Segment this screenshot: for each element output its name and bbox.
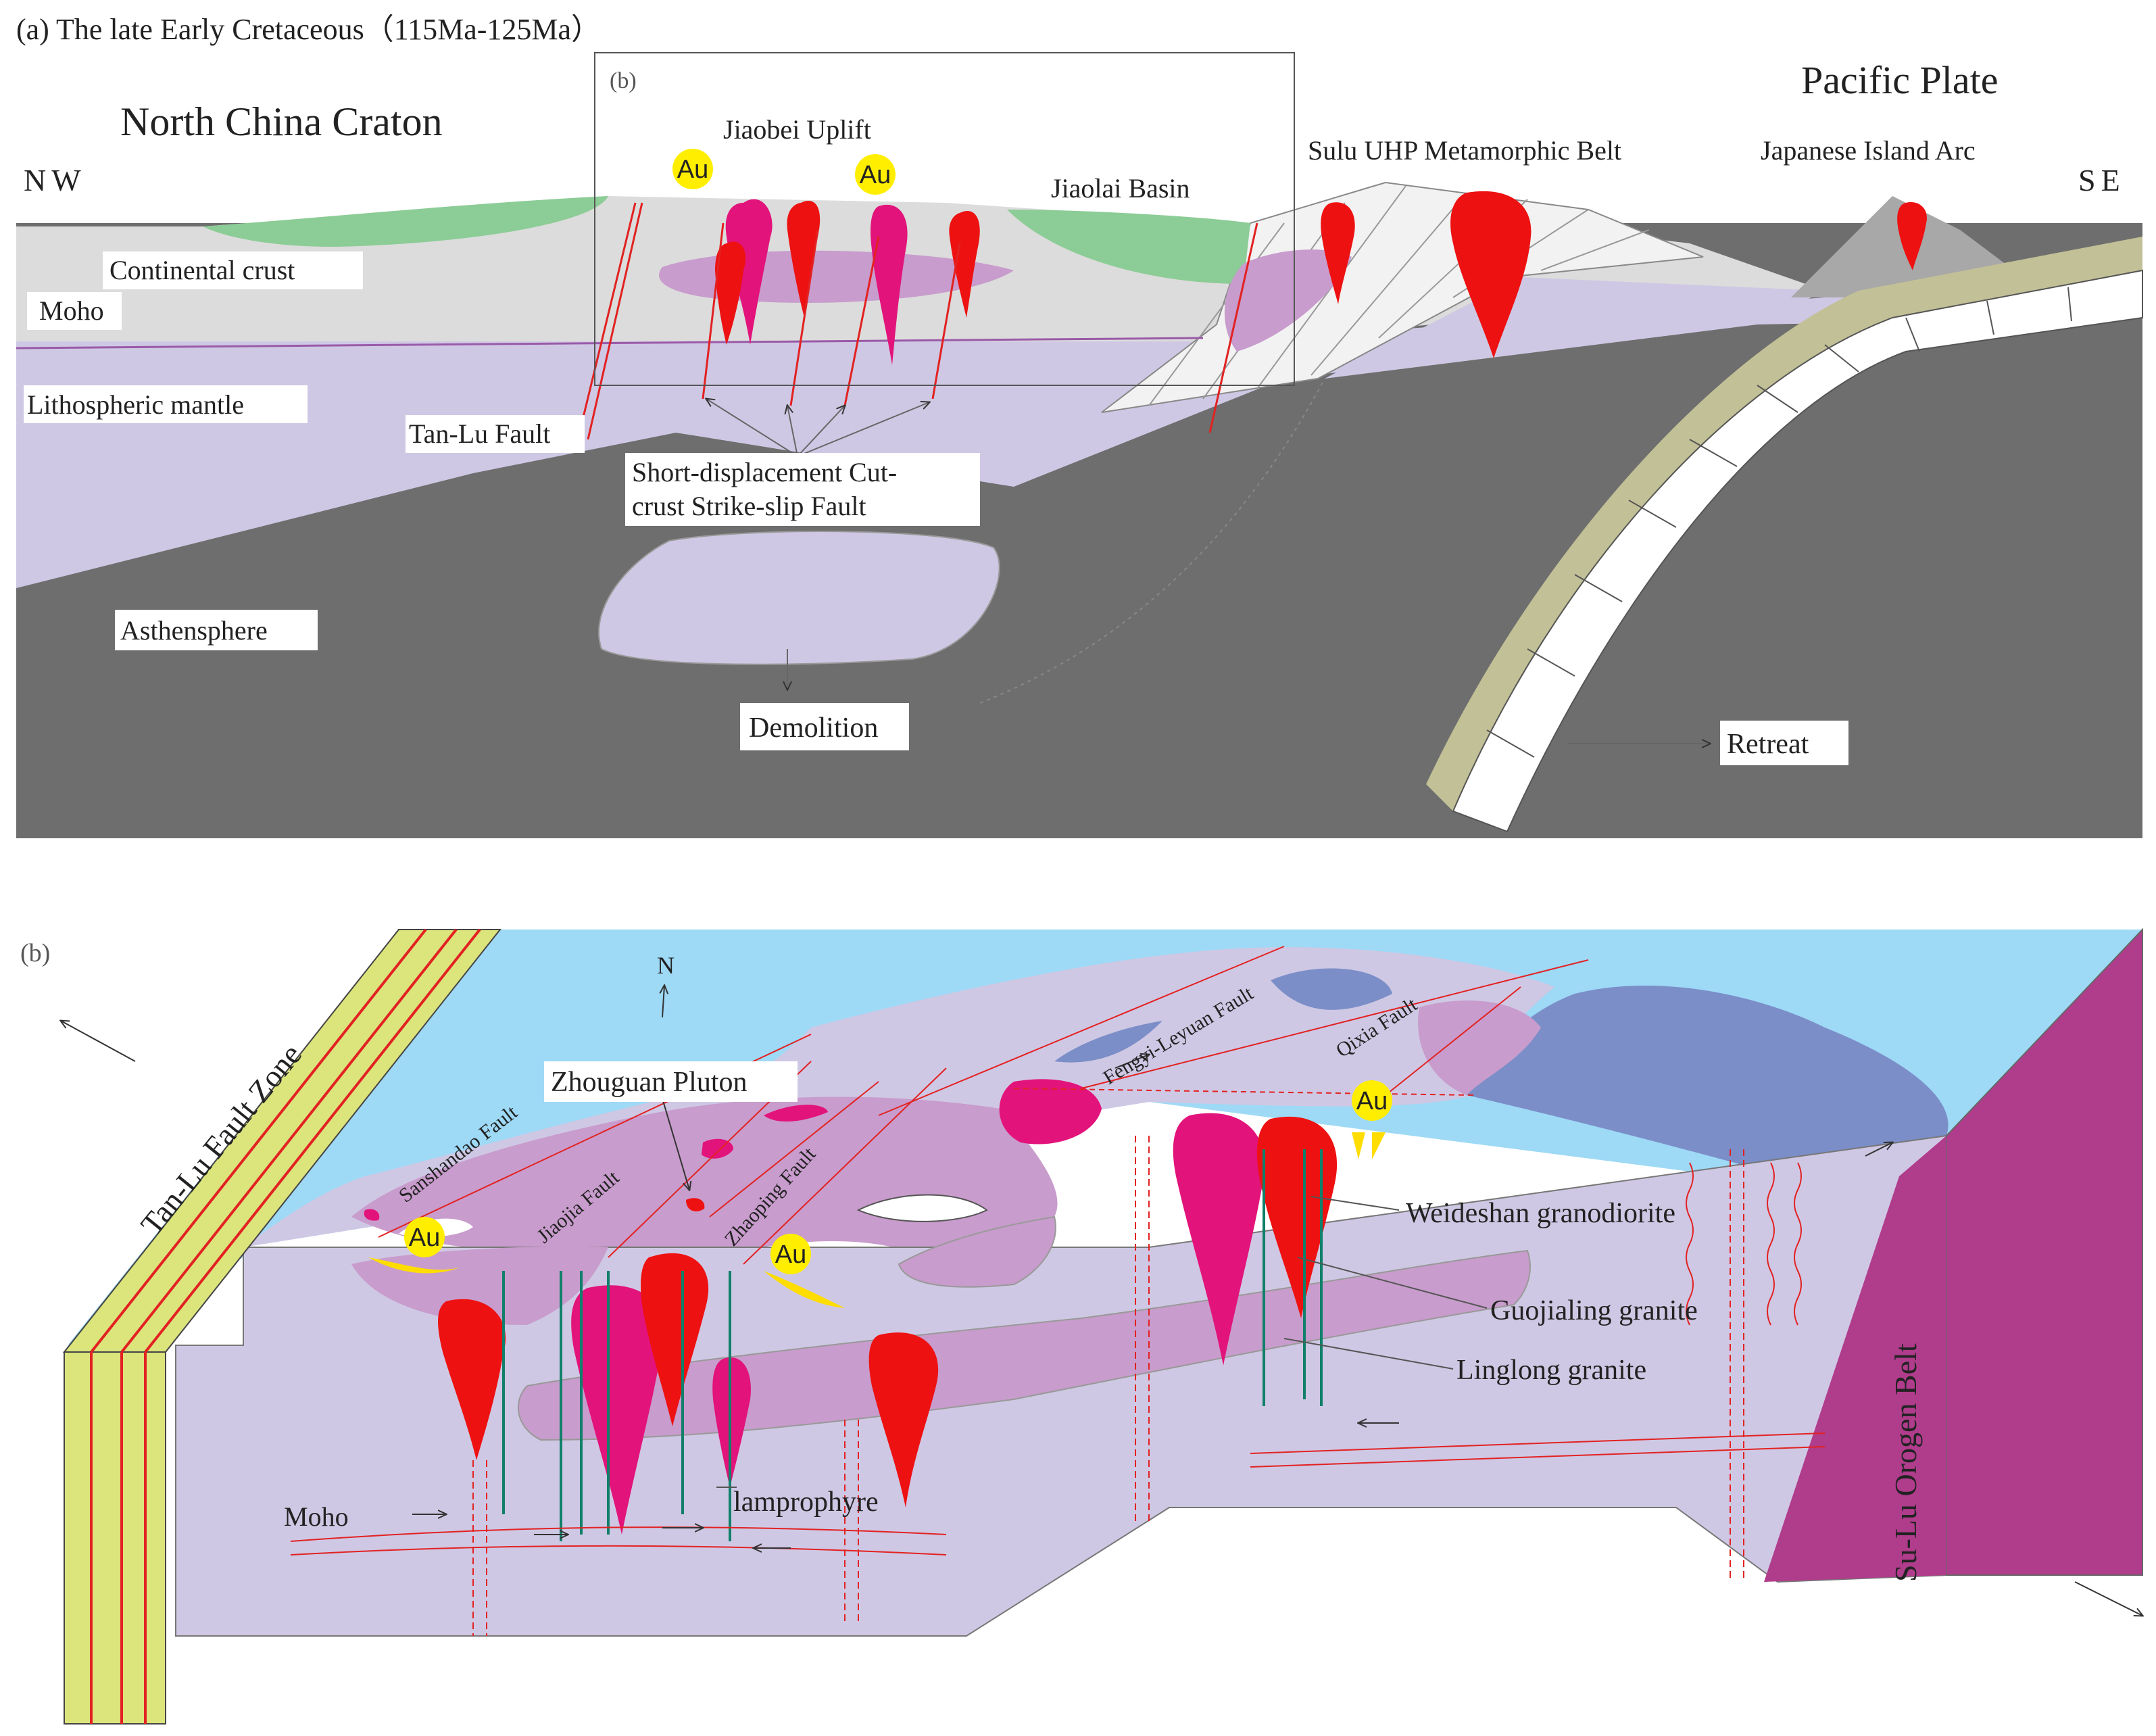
blue-land-east [1467, 986, 1949, 1190]
au-marker-a1 [672, 149, 713, 189]
mantle-wedge [1325, 277, 1825, 379]
sediment-jiaolai-basin [1007, 210, 1250, 284]
moho-label-a: Moho [39, 295, 104, 326]
slip-arrows [61, 986, 2142, 1616]
sediment-left [203, 196, 608, 247]
lamprophyre-label: lamprophyre [733, 1487, 879, 1518]
pacific-plate-label: Pacific Plate [1801, 58, 1999, 102]
moho-label-b: Moho [284, 1501, 349, 1532]
moho-traces [290, 1432, 1826, 1556]
panel-b-block-diagram: Au Au Au (b) N Zhouguan Pluton Tan-Lu Fa… [20, 927, 2142, 1725]
panel-b-label: (b) [20, 939, 50, 967]
north-arrow-label: N [657, 952, 675, 979]
leader-lines [716, 1196, 1488, 1488]
delaminated-block [598, 531, 1000, 665]
au-marker-b2 [770, 1234, 811, 1274]
inset-b-label: (b) [610, 68, 637, 93]
au-label-b1: Au [409, 1224, 440, 1252]
tan-lu-fault-label: Tan-Lu Fault [409, 418, 550, 449]
subducting-slab-body [1452, 269, 2143, 833]
au-marker-b1 [404, 1217, 445, 1257]
continental-crust-label: Continental crust [109, 255, 295, 285]
tanlu-zone-lines [90, 928, 481, 1724]
guojialing-west [351, 1246, 608, 1325]
label-box-crust [103, 251, 363, 289]
fault-label-arrows [706, 399, 1710, 744]
jiaobei-uplift-label: Jiaobei Uplift [723, 114, 871, 145]
demolition-label: Demolition [749, 713, 878, 744]
plutons-panel-a [715, 191, 1927, 365]
nw-label: NW [24, 163, 87, 197]
inset-b-box [594, 52, 1295, 386]
lamprophyre-dikes [502, 1149, 1323, 1541]
asthenosphere-label: Asthensphere [120, 615, 268, 646]
label-box-asthenosphere [115, 610, 318, 650]
weideshan-label: Weideshan granodiorite [1406, 1198, 1675, 1229]
subducting-slab-top [1426, 237, 2142, 811]
inlier-east [856, 1194, 988, 1222]
panel-a-cross-section: Au Au (a) The late Early Cretaceous（115M… [16, 13, 2143, 838]
label-box-mantle [24, 385, 308, 423]
linglong-label: Linglong granite [1456, 1355, 1646, 1386]
se-label: SE [2078, 163, 2126, 197]
jiaolai-basin-label: Jiaolai Basin [1051, 173, 1190, 203]
slab-ticks [1486, 287, 2072, 758]
au-label-a2: Au [860, 161, 891, 189]
guojialing-label: Guojialing granite [1490, 1295, 1698, 1326]
au-marker-b3 [1352, 1080, 1392, 1121]
label-box-tanlu [406, 415, 585, 453]
au-label-b2: Au [775, 1240, 806, 1269]
lithospheric-mantle-layer [16, 277, 2142, 588]
sulu-orogen-front [1764, 1136, 1946, 1582]
label-box-retreat [1720, 721, 1848, 765]
gold-lenses [368, 1132, 1386, 1308]
short-fault-label-line2: crust Strike-slip Fault [632, 491, 866, 521]
au-marker-a2 [855, 154, 896, 195]
japanese-arc-label: Japanese Island Arc [1761, 135, 1976, 166]
plutons-panel-b [364, 1079, 1338, 1535]
sulu-belt-label: Sulu UHP Metamorphic Belt [1308, 135, 1621, 166]
sulu-orogen-label: Su-Lu Orogen Belt [1888, 1343, 1923, 1582]
blue-land-north [1271, 968, 1392, 1010]
pink-granite-sulu [1224, 249, 1352, 352]
label-box-zhouguan [544, 1061, 798, 1102]
tanlu-zone-front [64, 1351, 166, 1725]
label-box-short-fault [625, 453, 980, 526]
linglong-granite-band [518, 1249, 1531, 1441]
label-box-demolition [740, 703, 909, 750]
guojialing-east [898, 1215, 1056, 1288]
label-box-moho [27, 292, 122, 330]
north-china-craton-label: North China Craton [120, 99, 443, 144]
au-label-a1: Au [677, 155, 708, 184]
short-fault-label-line1: Short-displacement Cut- [632, 457, 897, 487]
panel-a-title: (a) The late Early Cretaceous（115Ma-125M… [16, 13, 601, 46]
wavy-lines [1686, 1162, 1802, 1326]
faults-panel-a [577, 202, 1258, 440]
zhouguan-pluton-label: Zhouguan Pluton [551, 1067, 748, 1098]
pink-top-east [1418, 1000, 1541, 1095]
lithospheric-mantle-label: Lithospheric mantle [27, 389, 244, 420]
retreat-label: Retreat [1727, 729, 1809, 760]
au-label-b3: Au [1356, 1087, 1388, 1115]
blue-land-west [1054, 1021, 1162, 1063]
